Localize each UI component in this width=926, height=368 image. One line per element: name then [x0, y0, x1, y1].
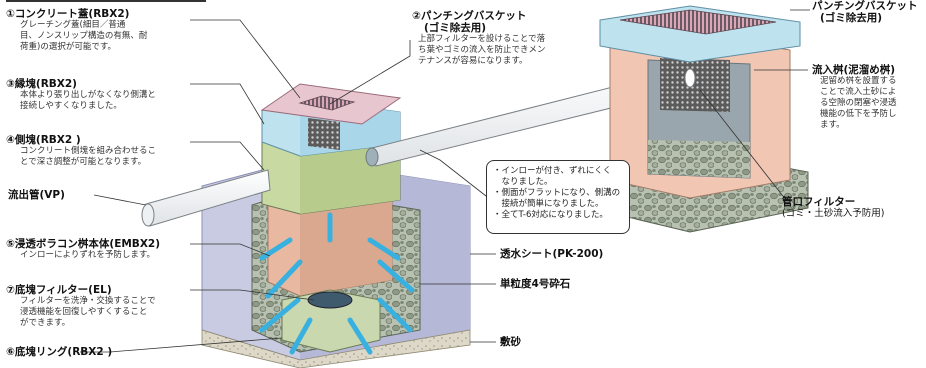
inlet-title: 流入桝(泥溜め桝) [812, 64, 896, 76]
pipe-mouth [365, 147, 379, 167]
basket-desc: 上部フィルターを設けることで落 ち葉やゴミの流入を防止できメン テナンスが容易に… [418, 34, 546, 66]
sheet-title: 透水シート(PK-200) [500, 248, 604, 260]
sand-layer [201, 329, 471, 368]
feature-callout: ・インローが付き、ずれにくく なりました。 ・側面がフラットになり、側溝の 接続… [486, 160, 630, 234]
label-basket: ②パンチングバスケット (ゴミ除去用) 上部フィルターを設けることで落 ち葉やゴ… [412, 10, 546, 67]
bottom-filter-desc: フィルターを洗浄・交換することで 浸透機能を回復しやすくすること ができます。 [20, 296, 156, 328]
inlet-punching-basket [660, 58, 730, 112]
pipe-filter-title: 管口フィルター [782, 196, 856, 208]
label-body: ⑤浸透ボラコン桝本体(EMBX2) インローによりずれを予防します。 [6, 238, 160, 261]
cover-desc: グレーチング蓋(細目／普通 目、ノンスリップ構造の有無、耐 荷重)の選択が可能で… [20, 20, 148, 52]
pipe-filter-sub: (ゴミ・土砂流入予防用) [782, 208, 885, 219]
outflow-pipe-end [141, 203, 155, 227]
basket-right-sub: (ゴミ除去用) [820, 12, 883, 24]
cover-title: ①コンクリート蓋(RBX2) [6, 8, 130, 20]
side-desc: コンクリート側塊を組み合わせるこ とで深さ調整が可能となります。 [20, 146, 157, 167]
label-edge: ③縁塊(RBX2) 本体より張り出しがなくなり側溝と 接続しやすくなりました。 [6, 78, 156, 112]
title-bar [6, 0, 206, 2]
basket-title: ②パンチングバスケット [412, 10, 527, 22]
label-pipe-filter: 管口フィルター (ゴミ・土砂流入予防用) [782, 196, 884, 220]
basket-sub: (ゴミ除去用) [424, 22, 487, 34]
pipe-filter-mouth [684, 68, 696, 88]
body-desc: インローによりずれを予防します。 [20, 250, 155, 260]
edge-desc: 本体より張り出しがなくなり側溝と 接続しやすくなりました。 [20, 90, 156, 111]
inlet-grating-icon [619, 9, 777, 35]
label-sand: 敷砂 [500, 336, 521, 348]
basket-right-title: パンチングバスケット [812, 0, 918, 12]
bottom-ring [281, 289, 381, 353]
label-ring: ⑥底塊リング(RBX2 ) [6, 346, 112, 358]
ring-title: ⑥底塊リング(RBX2 ) [6, 346, 113, 358]
body-title: ⑤浸透ボラコン桝本体(EMBX2) [6, 238, 161, 250]
label-gravel: 単粒度4号砕石 [500, 278, 570, 290]
grating-icon [298, 95, 356, 111]
label-basket-right: パンチングバスケット (ゴミ除去用) [812, 0, 918, 24]
label-cover: ①コンクリート蓋(RBX2) グレーチング蓋(細目／普通 目、ノンスリップ構造の… [6, 8, 147, 53]
outflow-title: 流出管(VP) [8, 189, 65, 201]
punching-basket [308, 118, 340, 150]
gravel-title: 単粒度4号砕石 [500, 278, 571, 290]
side-title: ④側塊(RBX2 ) [6, 134, 81, 146]
bottom-filter [307, 291, 353, 309]
leader-lines [80, 9, 810, 353]
edge-title: ③縁塊(RBX2) [6, 78, 77, 90]
sand-title: 敷砂 [500, 336, 521, 348]
label-outflow: 流出管(VP) [8, 189, 65, 201]
inlet-basin [589, 5, 809, 233]
label-bottom-filter: ⑦底塊フィルター(EL) フィルターを洗浄・交換することで 浸透機能を回復しやす… [6, 284, 156, 329]
inlet-desc: 泥留め桝を設置する ことで流入土砂によ る空隙の閉塞や浸透 機能の低下を予防し … [820, 76, 897, 130]
label-sheet: 透水シート(PK-200) [500, 248, 603, 260]
porous-body-right [300, 186, 392, 296]
inlet-sediment [648, 140, 750, 178]
label-side: ④側塊(RBX2 ) コンクリート側塊を組み合わせるこ とで深さ調整が可能となり… [6, 134, 156, 168]
bottom-filter-title: ⑦底塊フィルター(EL) [6, 284, 112, 296]
label-inlet: 流入桝(泥溜め桝) 泥留め桝を設置する ことで流入土砂によ る空隙の閉塞や浸透 … [812, 64, 924, 131]
